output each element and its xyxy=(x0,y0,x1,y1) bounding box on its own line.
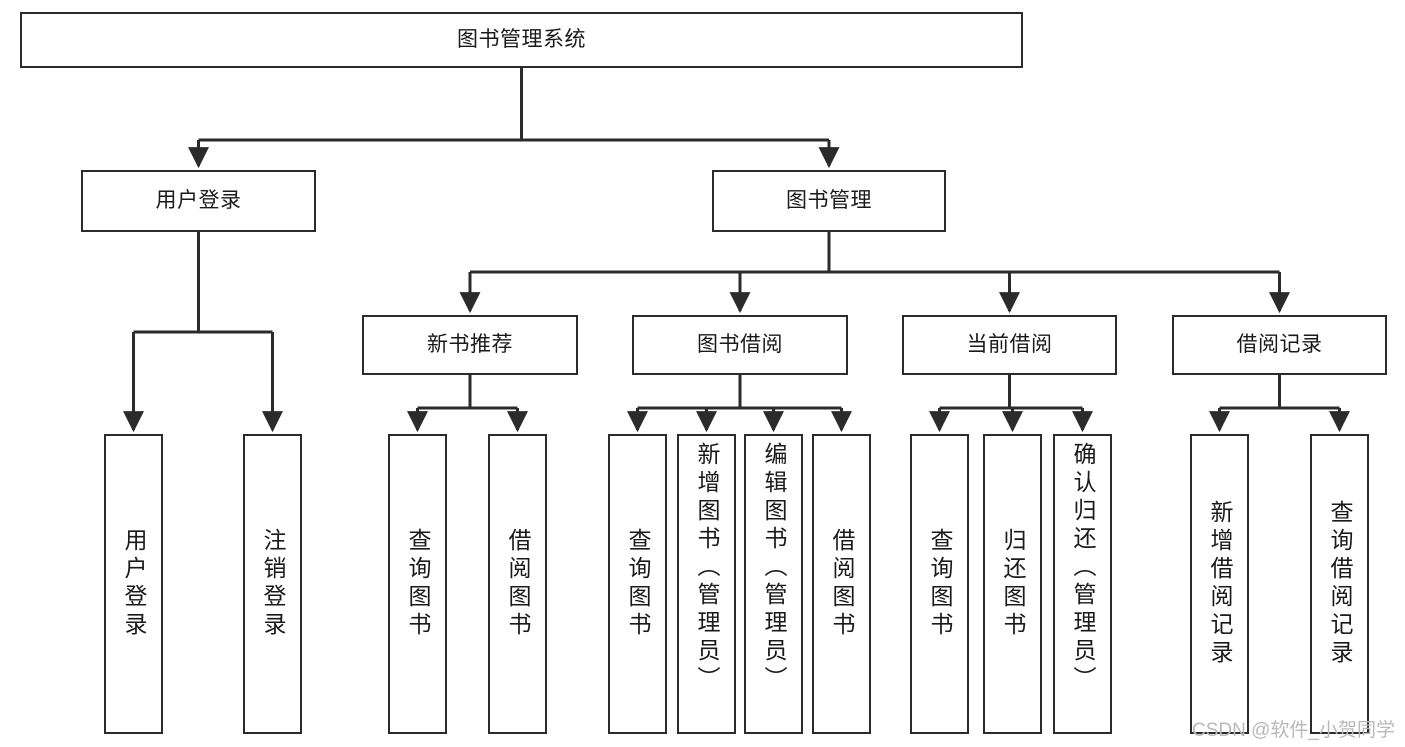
node-label: 查询借阅记录 xyxy=(1327,500,1353,668)
leaf-node-leaf-borrow-book-2[interactable]: 借阅图书 xyxy=(812,434,871,734)
leaf-node-leaf-user-login[interactable]: 用户登录 xyxy=(104,434,163,734)
node-label: 借阅图书 xyxy=(505,528,531,640)
leaf-node-leaf-confirm-return[interactable]: 确认归还（管理员） xyxy=(1053,434,1112,734)
level3-node-borrow-record[interactable]: 借阅记录 xyxy=(1172,315,1387,375)
root-node-root[interactable]: 图书管理系统 xyxy=(20,12,1023,68)
node-label: 新增图书（管理员） xyxy=(694,442,720,694)
leaf-node-leaf-query-record[interactable]: 查询借阅记录 xyxy=(1310,434,1369,734)
node-label: 查询图书 xyxy=(927,528,953,640)
node-label: 借阅图书 xyxy=(829,528,855,640)
node-label: 新书推荐 xyxy=(427,333,513,357)
leaf-node-leaf-borrow-book-1[interactable]: 借阅图书 xyxy=(488,434,547,734)
node-label: 确认归还（管理员） xyxy=(1070,442,1096,694)
leaf-node-leaf-user-logout[interactable]: 注销登录 xyxy=(243,434,302,734)
level2-node-user-login[interactable]: 用户登录 xyxy=(81,170,316,232)
level2-node-book-manage[interactable]: 图书管理 xyxy=(712,170,946,232)
level3-node-book-borrow[interactable]: 图书借阅 xyxy=(632,315,848,375)
node-label: 查询图书 xyxy=(405,528,431,640)
node-label: 图书管理系统 xyxy=(457,28,586,52)
leaf-node-leaf-query-book-1[interactable]: 查询图书 xyxy=(388,434,447,734)
node-label: 当前借阅 xyxy=(966,333,1053,357)
node-label: 图书借阅 xyxy=(697,333,783,357)
node-label: 新增借阅记录 xyxy=(1207,500,1233,668)
leaf-node-leaf-add-book[interactable]: 新增图书（管理员） xyxy=(677,434,736,734)
node-label: 用户登录 xyxy=(121,528,147,640)
level3-node-new-book-rec[interactable]: 新书推荐 xyxy=(362,315,578,375)
node-label: 图书管理 xyxy=(786,189,872,213)
node-label: 借阅记录 xyxy=(1236,333,1323,357)
leaf-node-leaf-edit-book[interactable]: 编辑图书（管理员） xyxy=(744,434,803,734)
level3-node-current-borrow[interactable]: 当前借阅 xyxy=(902,315,1117,375)
leaf-node-leaf-query-book-2[interactable]: 查询图书 xyxy=(608,434,667,734)
node-label: 归还图书 xyxy=(1000,528,1026,640)
node-label: 用户登录 xyxy=(155,189,242,213)
node-label: 编辑图书（管理员） xyxy=(761,442,787,694)
leaf-node-leaf-add-record[interactable]: 新增借阅记录 xyxy=(1190,434,1249,734)
leaf-node-leaf-query-book-3[interactable]: 查询图书 xyxy=(910,434,969,734)
csdn-watermark: CSDN @软件_小贺同学 xyxy=(1192,720,1395,741)
node-label: 注销登录 xyxy=(260,528,286,640)
leaf-node-leaf-return-book[interactable]: 归还图书 xyxy=(983,434,1042,734)
node-label: 查询图书 xyxy=(625,528,651,640)
